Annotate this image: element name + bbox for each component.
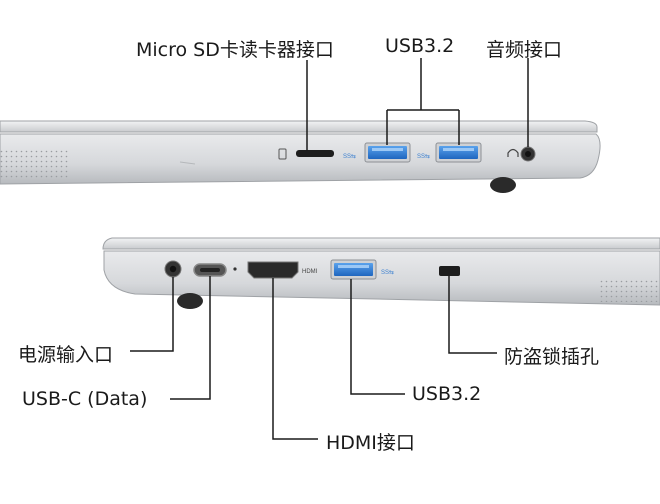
top-rubber-foot [490, 177, 516, 193]
top-ss-mark-2: SS⇆ [417, 153, 430, 160]
bottom-ss-mark: SS⇆ [381, 269, 394, 276]
top-usb-port-1 [364, 142, 411, 163]
top-laptop-base [0, 133, 601, 185]
hdmi-port [247, 261, 299, 279]
label-top-usb: USB3.2 [385, 35, 455, 57]
label-bottom-usb: USB3.2 [412, 383, 482, 405]
label-hdmi: HDMI接口 [326, 432, 415, 454]
bottom-vent-grille [600, 280, 660, 302]
label-audio-jack: 音频接口 [486, 39, 563, 61]
top-leader-lines [306, 58, 529, 151]
top-ss-mark-1: SS⇆ [343, 153, 356, 160]
bottom-rubber-foot [177, 293, 203, 309]
bottom-leader-lines [130, 276, 497, 440]
microsd-slot [296, 150, 334, 157]
label-usbc-data: USB-C (Data) [22, 388, 148, 410]
hdmi-mark: HDMI [302, 269, 318, 275]
top-laptop-lid [0, 120, 598, 133]
bottom-laptop-base [103, 250, 660, 306]
headphone-icon [507, 148, 519, 157]
top-vent-grille [0, 150, 70, 180]
label-lock-slot: 防盗锁插孔 [504, 346, 600, 368]
sd-card-icon [278, 148, 287, 160]
label-power-input: 电源输入口 [18, 344, 114, 366]
lock-slot [439, 266, 460, 276]
bottom-usb-port [330, 259, 377, 280]
label-microsd-reader: Micro SD卡读卡器接口 [136, 39, 334, 61]
status-led [233, 267, 237, 271]
top-usb-port-2 [435, 142, 482, 163]
bottom-laptop-lid [102, 237, 660, 250]
